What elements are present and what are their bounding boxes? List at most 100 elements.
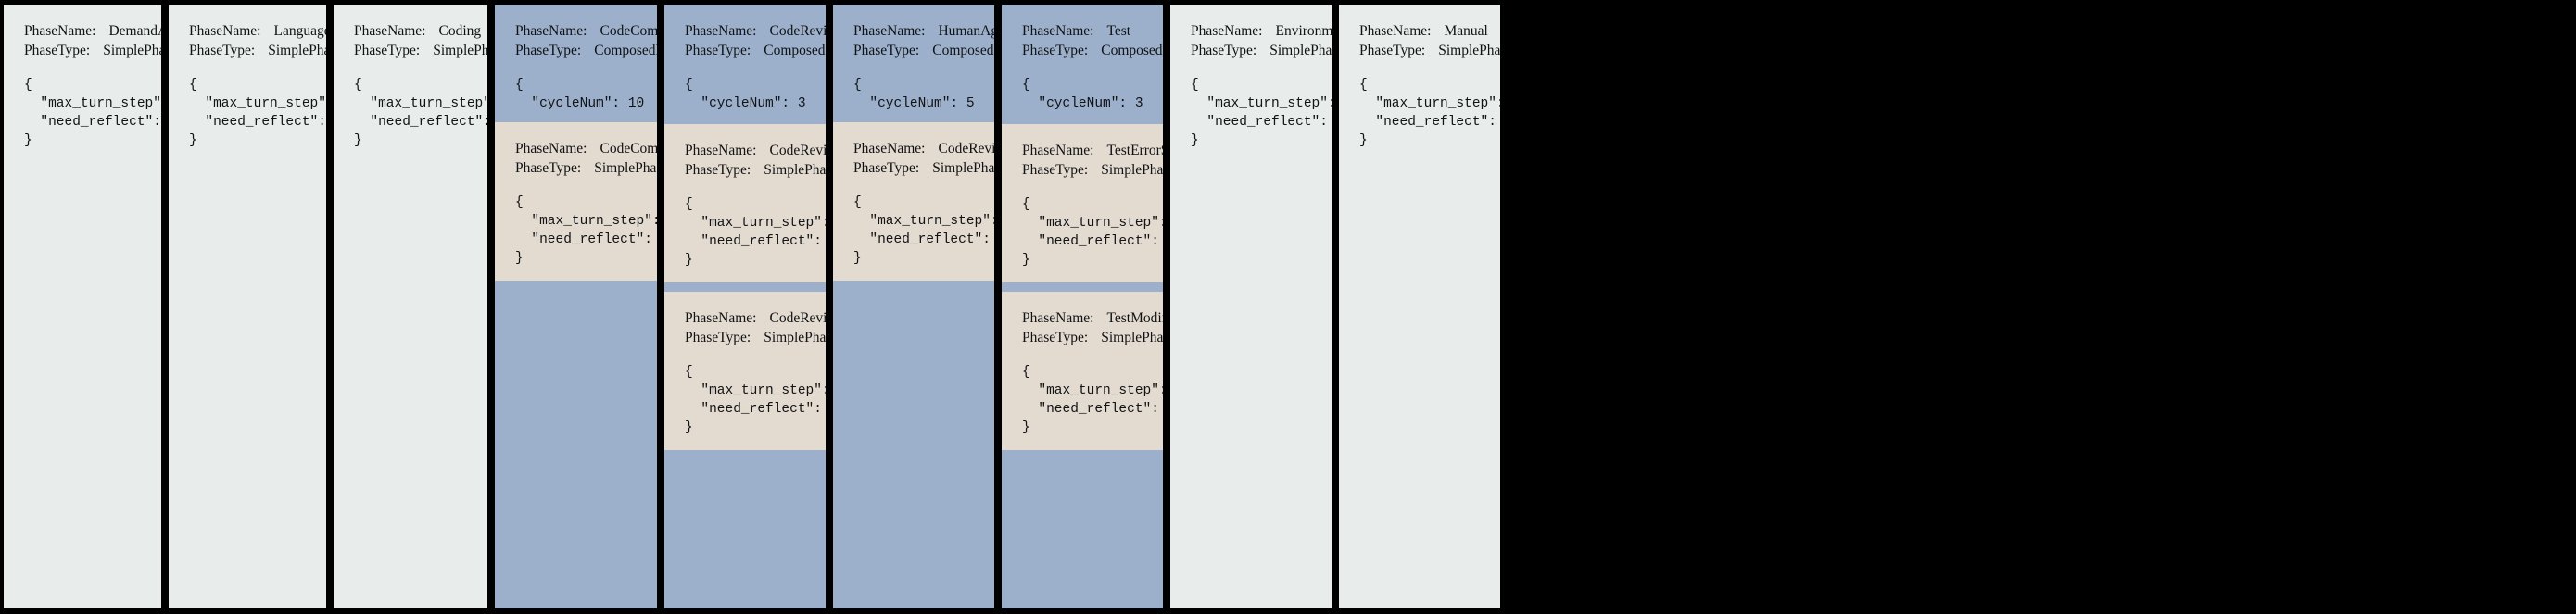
phase-name-value: HumanAgentInteraction [938, 23, 994, 39]
phase-type-value: ComposedPhase [594, 43, 657, 58]
subphase-type-label: PhaseType: [853, 160, 920, 176]
phase-name-label-row: PhaseName:Coding [354, 21, 481, 41]
phase-type-label-row: PhaseType: SimplePhase [24, 41, 161, 60]
phase-type-label: PhaseType: [515, 43, 582, 58]
subphase-type-value: SimplePhase [1101, 162, 1163, 178]
phase-type-value: SimplePhase [433, 43, 487, 58]
phase-type-label: PhaseType: [685, 43, 751, 58]
subphase-block-codereviewhuman[interactable]: PhaseName:CodeReviewHumanPhaseType: Simpl… [833, 122, 994, 281]
phase-type-label-row: PhaseType:SimplePhase [1359, 41, 1500, 60]
phase-panel-languagechoose[interactable]: PhaseName:LanguageChoosePhaseType:Simple… [169, 5, 326, 608]
subphase-name-value: CodeReviewComment [769, 143, 826, 158]
phase-name-value: CodeReview [769, 23, 826, 39]
subphase-name-value: CodeComplete [600, 141, 657, 157]
phase-type-value: ComposedPhase [1101, 43, 1163, 58]
phase-name-label-row: PhaseName:Test [1022, 21, 1143, 41]
phase-type-value: ComposedPhase [764, 43, 826, 58]
subphase-name-label: PhaseName: [1022, 143, 1094, 158]
phase-header: PhaseName:DemandAnalysisPhaseType: Simple… [4, 5, 161, 163]
subphase-type-value: SimplePhase [764, 330, 826, 345]
panel-filler [4, 163, 161, 608]
phase-header: PhaseName: HumanAgentInteractionPhaseType… [833, 5, 994, 130]
phase-name-label-row: PhaseName:Manual [1359, 21, 1488, 41]
subphase-config-json: { "max_turn_step": 1, "need_reflect": "F… [685, 197, 826, 268]
subphase-name-label-row: PhaseName:CodeReviewHuman [853, 139, 994, 158]
subphase-type-value: SimplePhase [932, 160, 994, 176]
phase-type-label: PhaseType: [1191, 43, 1257, 58]
subphase-name-label: PhaseName: [853, 141, 926, 157]
phase-panel-codecompleteall[interactable]: PhaseName: CodeCompleteAllPhaseType: Compo… [495, 5, 657, 608]
subphase-name-label: PhaseName: [685, 143, 757, 158]
phase-name-label: PhaseName: [685, 23, 757, 39]
subphase-name-value: TestErrorSummary [1106, 143, 1163, 158]
phase-config-json: { "max_turn_step": 1, "need_reflect": "F… [1359, 78, 1500, 148]
subphase-name-label: PhaseName: [515, 141, 587, 157]
phase-type-value: SimplePhase [1269, 43, 1332, 58]
panel-filler [169, 163, 326, 608]
phase-header: PhaseName: CodeCompleteAllPhaseType: Compo… [495, 5, 657, 130]
subphase-block-testerrorsummary[interactable]: PhaseName:TestErrorSummaryPhaseType:Simp… [1002, 124, 1163, 282]
phase-name-label: PhaseName: [1359, 23, 1432, 39]
subphase-type-label-row: PhaseType:SimplePhase [685, 160, 826, 180]
subphase-config-json: { "max_turn_step": 1, "need_reflect": "F… [1022, 197, 1163, 268]
phase-config-json: { "max_turn_step": -1, "need_reflect": "… [24, 78, 161, 148]
subphase-type-label: PhaseType: [685, 330, 751, 345]
subphase-block-testmodification[interactable]: PhaseName:TestModificationPhaseType:Simp… [1002, 292, 1163, 450]
phase-type-value: SimplePhase [103, 43, 161, 58]
subphase-type-value: SimplePhase [594, 160, 657, 176]
phase-name-label-row: PhaseName: CodeCompleteAll [515, 21, 657, 41]
phase-name-label: PhaseName: [1191, 23, 1263, 39]
subphase-separator [495, 113, 657, 122]
subphase-type-label: PhaseType: [515, 160, 582, 176]
phase-name-label: PhaseName: [1022, 23, 1094, 39]
subphase-separator [1002, 113, 1163, 124]
panel-filler [833, 281, 994, 608]
phase-name-label-row: PhaseName: CodeReview [685, 21, 826, 41]
phase-config-json: { "max_turn_step": 1, "need_reflect": "F… [354, 78, 487, 148]
subphase-name-label-row: PhaseName:CodeReviewModification [685, 308, 826, 328]
phase-name-value: Coding [438, 23, 482, 39]
subphase-block-codereviewmodification[interactable]: PhaseName:CodeReviewModificationPhaseTyp… [664, 292, 826, 450]
phase-name-label-row: PhaseName:LanguageChoose [189, 21, 326, 41]
phase-name-label-row: PhaseName: HumanAgentInteraction [853, 21, 994, 41]
phase-type-value: SimplePhase [1438, 43, 1500, 58]
subphase-type-label-row: PhaseType: SimplePhase [685, 328, 826, 347]
phase-header: PhaseName:LanguageChoosePhaseType:Simple… [169, 5, 326, 163]
phase-type-label-row: PhaseType: ComposedPhase [515, 41, 657, 60]
phase-panel-humanagentinteraction[interactable]: PhaseName: HumanAgentInteractionPhaseType… [833, 5, 994, 608]
subphase-name-label-row: PhaseName: CodeReviewComment [685, 141, 826, 160]
subphase-separator [833, 113, 994, 122]
subphase-block-codereviewcomment[interactable]: PhaseName: CodeReviewCommentPhaseType:Sim… [664, 124, 826, 282]
phase-type-value: ComposedPhase [932, 43, 994, 58]
phase-config-json: { "max_turn_step": -1, "need_reflect": "… [189, 78, 326, 148]
subphase-separator [664, 113, 826, 124]
subphase-config-json: { "max_turn_step": 1, "need_reflect": "F… [515, 195, 657, 266]
phase-type-label: PhaseType: [24, 43, 91, 58]
phase-type-label-row: PhaseType: SimplePhase [1191, 41, 1332, 60]
phase-name-label: PhaseName: [853, 23, 926, 39]
phase-type-label-row: PhaseType: ComposedPhase [1022, 41, 1163, 60]
subphase-type-label-row: PhaseType: SimplePhase [515, 158, 657, 178]
subphase-block-codecomplete[interactable]: PhaseName: CodeCompletePhaseType: SimplePh… [495, 122, 657, 281]
phase-type-label: PhaseType: [1022, 43, 1089, 58]
phase-panel-demandanalysis[interactable]: PhaseName:DemandAnalysisPhaseType: Simple… [4, 5, 161, 608]
phase-name-label-row: PhaseName:DemandAnalysis [24, 21, 161, 41]
phase-name-value: LanguageChoose [273, 23, 326, 39]
panel-filler [664, 450, 826, 608]
subphase-config-json: { "max_turn_step": 1, "need_reflect": "F… [1022, 365, 1163, 435]
phase-panel-environmentdoc[interactable]: PhaseName:EnvironmentDocPhaseType:Simple… [1170, 5, 1332, 608]
subphase-name-value: TestModification [1106, 310, 1163, 326]
phase-type-label-row: PhaseType: ComposedPhase [685, 41, 826, 60]
phase-name-value: CodeCompleteAll [600, 23, 657, 39]
phase-type-label: PhaseType: [853, 43, 920, 58]
phase-panel-codereview[interactable]: PhaseName: CodeReviewPhaseType: ComposedPh… [664, 5, 826, 608]
subphase-type-label-row: PhaseType: SimplePhase [853, 158, 994, 178]
subphase-name-label: PhaseName: [1022, 310, 1094, 326]
phase-name-label: PhaseName: [515, 23, 587, 39]
